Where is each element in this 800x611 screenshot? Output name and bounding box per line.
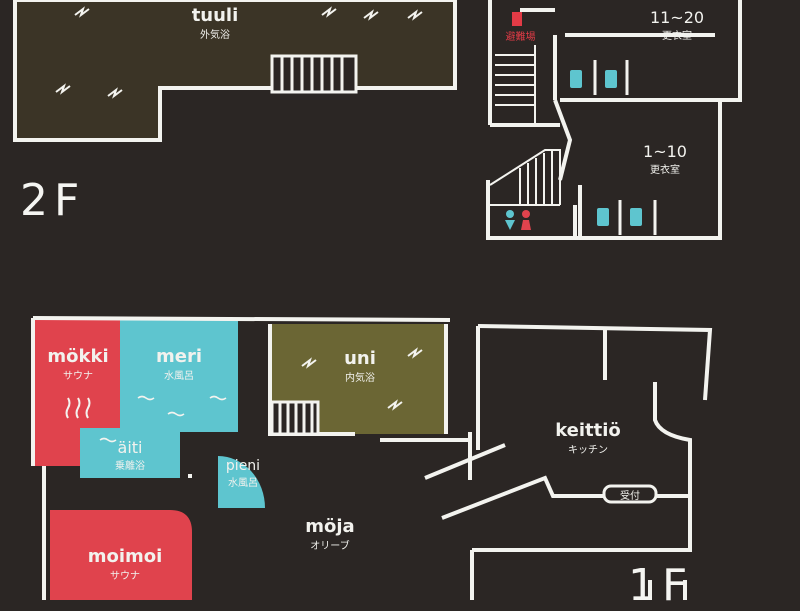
room-sub: 乗離浴 — [115, 461, 145, 472]
label-tuuli: tuuli 外気浴 — [185, 5, 245, 41]
label-locker-upper: 11~20 更衣室 — [642, 8, 712, 42]
floor-label-2f: 2F — [20, 175, 86, 226]
room-sub: サウナ — [110, 571, 140, 582]
room-sub: 更衣室 — [662, 31, 692, 42]
label-aiti: äiti 乗離浴 — [100, 438, 160, 472]
room-sub: 水風呂 — [228, 478, 258, 489]
stairs-uni — [270, 400, 320, 436]
room-name: meri — [155, 346, 202, 367]
shower-divider — [593, 60, 657, 235]
label-uni: uni 内気浴 — [335, 348, 385, 384]
label-mokki: mökki サウナ — [40, 346, 116, 382]
shower-icon — [570, 70, 642, 226]
label-pieni: pieni 水風呂 — [218, 458, 268, 489]
evac-icon — [512, 12, 522, 26]
room-moimoi[interactable] — [50, 510, 192, 600]
room-name: möja — [305, 516, 355, 537]
room-name: tuuli — [191, 5, 239, 26]
room-sub: 内気浴 — [345, 373, 375, 384]
room-sub: オリーブ — [310, 541, 350, 552]
room-tuuli[interactable] — [13, 0, 457, 142]
toilet-icon — [505, 210, 531, 230]
room-name: moimoi — [87, 546, 163, 567]
room-name: pieni — [225, 458, 261, 474]
label-meri: meri 水風呂 — [148, 346, 210, 382]
label-keittio: keittiö キッチン — [548, 420, 628, 456]
label-moja: möja オリーブ — [300, 516, 360, 552]
room-meri[interactable] — [120, 320, 238, 432]
stairs-lower — [489, 149, 561, 206]
label-reception: 受付 — [620, 491, 640, 502]
wind-icon — [301, 347, 423, 411]
room-name: 1~10 — [643, 142, 687, 161]
room-pieni[interactable] — [218, 456, 265, 508]
room-sub: キッチン — [568, 445, 608, 456]
room-name: äiti — [117, 438, 143, 457]
stairs-tuuli — [270, 54, 358, 94]
room-name: 11~20 — [649, 8, 705, 27]
sauna-steam-icon — [65, 397, 91, 419]
room-aiti[interactable] — [80, 428, 180, 478]
room-sub: 外気浴 — [200, 30, 230, 41]
room-sub: サウナ — [63, 371, 93, 382]
room-sub: 避難場 — [505, 32, 536, 43]
reception-box[interactable] — [602, 484, 658, 504]
label-locker-lower: 1~10 更衣室 — [640, 142, 690, 176]
locker-area — [486, 0, 742, 240]
wind-icon — [55, 6, 423, 99]
room-name: uni — [344, 348, 376, 369]
room-sub: 更衣室 — [650, 165, 680, 176]
floor-label-1f: 1F — [628, 560, 694, 611]
label-moimoi: moimoi サウナ — [80, 546, 170, 582]
water-wave-icon — [99, 395, 227, 443]
stairs-upper — [495, 45, 536, 125]
room-sub: 水風呂 — [164, 371, 194, 382]
room-name: mökki — [47, 346, 109, 367]
room-name: keittiö — [555, 420, 621, 441]
label-evac: 避難場 — [493, 28, 548, 43]
